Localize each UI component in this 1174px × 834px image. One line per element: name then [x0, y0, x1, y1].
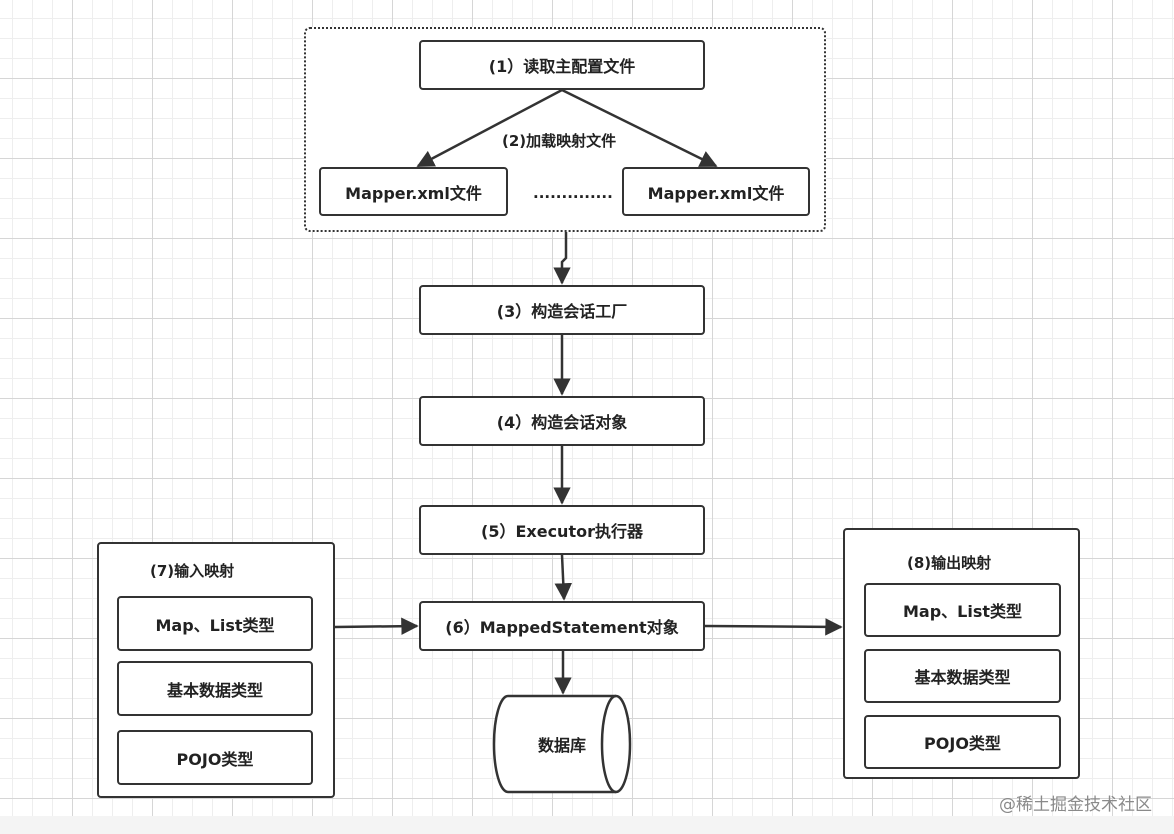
session-factory-node[interactable]: (3）构造会话工厂 [419, 285, 705, 335]
arrow-input-to-statement [334, 617, 419, 635]
arrow-load-left [416, 88, 563, 168]
input-mapping-item[interactable]: Map、List类型 [117, 596, 313, 651]
arrow-to-session-factory [553, 232, 571, 285]
arrow-load-right [561, 88, 718, 168]
output-mapping-title: (8)输出映射 [907, 554, 992, 572]
mapper-ellipsis: .............. [533, 184, 613, 202]
output-mapping-item[interactable]: Map、List类型 [864, 583, 1061, 637]
input-mapping-title: (7)输入映射 [150, 562, 235, 580]
input-mapping-item[interactable]: POJO类型 [117, 730, 313, 785]
session-object-node[interactable]: (4）构造会话对象 [419, 396, 705, 446]
arrow-statement-to-output [704, 618, 843, 636]
output-mapping-item[interactable]: POJO类型 [864, 715, 1061, 769]
read-config-node[interactable]: (1）读取主配置文件 [419, 40, 705, 90]
database-cylinder [492, 694, 632, 794]
arrow-to-mapped-statement [554, 554, 573, 601]
mapper-xml-left-node[interactable]: Mapper.xml文件 [319, 167, 508, 216]
input-mapping-item[interactable]: 基本数据类型 [117, 661, 313, 716]
database-label: 数据库 [537, 736, 586, 755]
executor-node[interactable]: (5）Executor执行器 [419, 505, 705, 555]
output-mapping-item[interactable]: 基本数据类型 [864, 649, 1061, 703]
mapper-xml-right-node[interactable]: Mapper.xml文件 [622, 167, 810, 216]
watermark: @稀土掘金技术社区 [999, 795, 1152, 815]
footer-bar [0, 816, 1174, 834]
load-mapping-label: (2)加载映射文件 [502, 132, 617, 150]
mapped-statement-node[interactable]: (6）MappedStatement对象 [419, 601, 705, 651]
